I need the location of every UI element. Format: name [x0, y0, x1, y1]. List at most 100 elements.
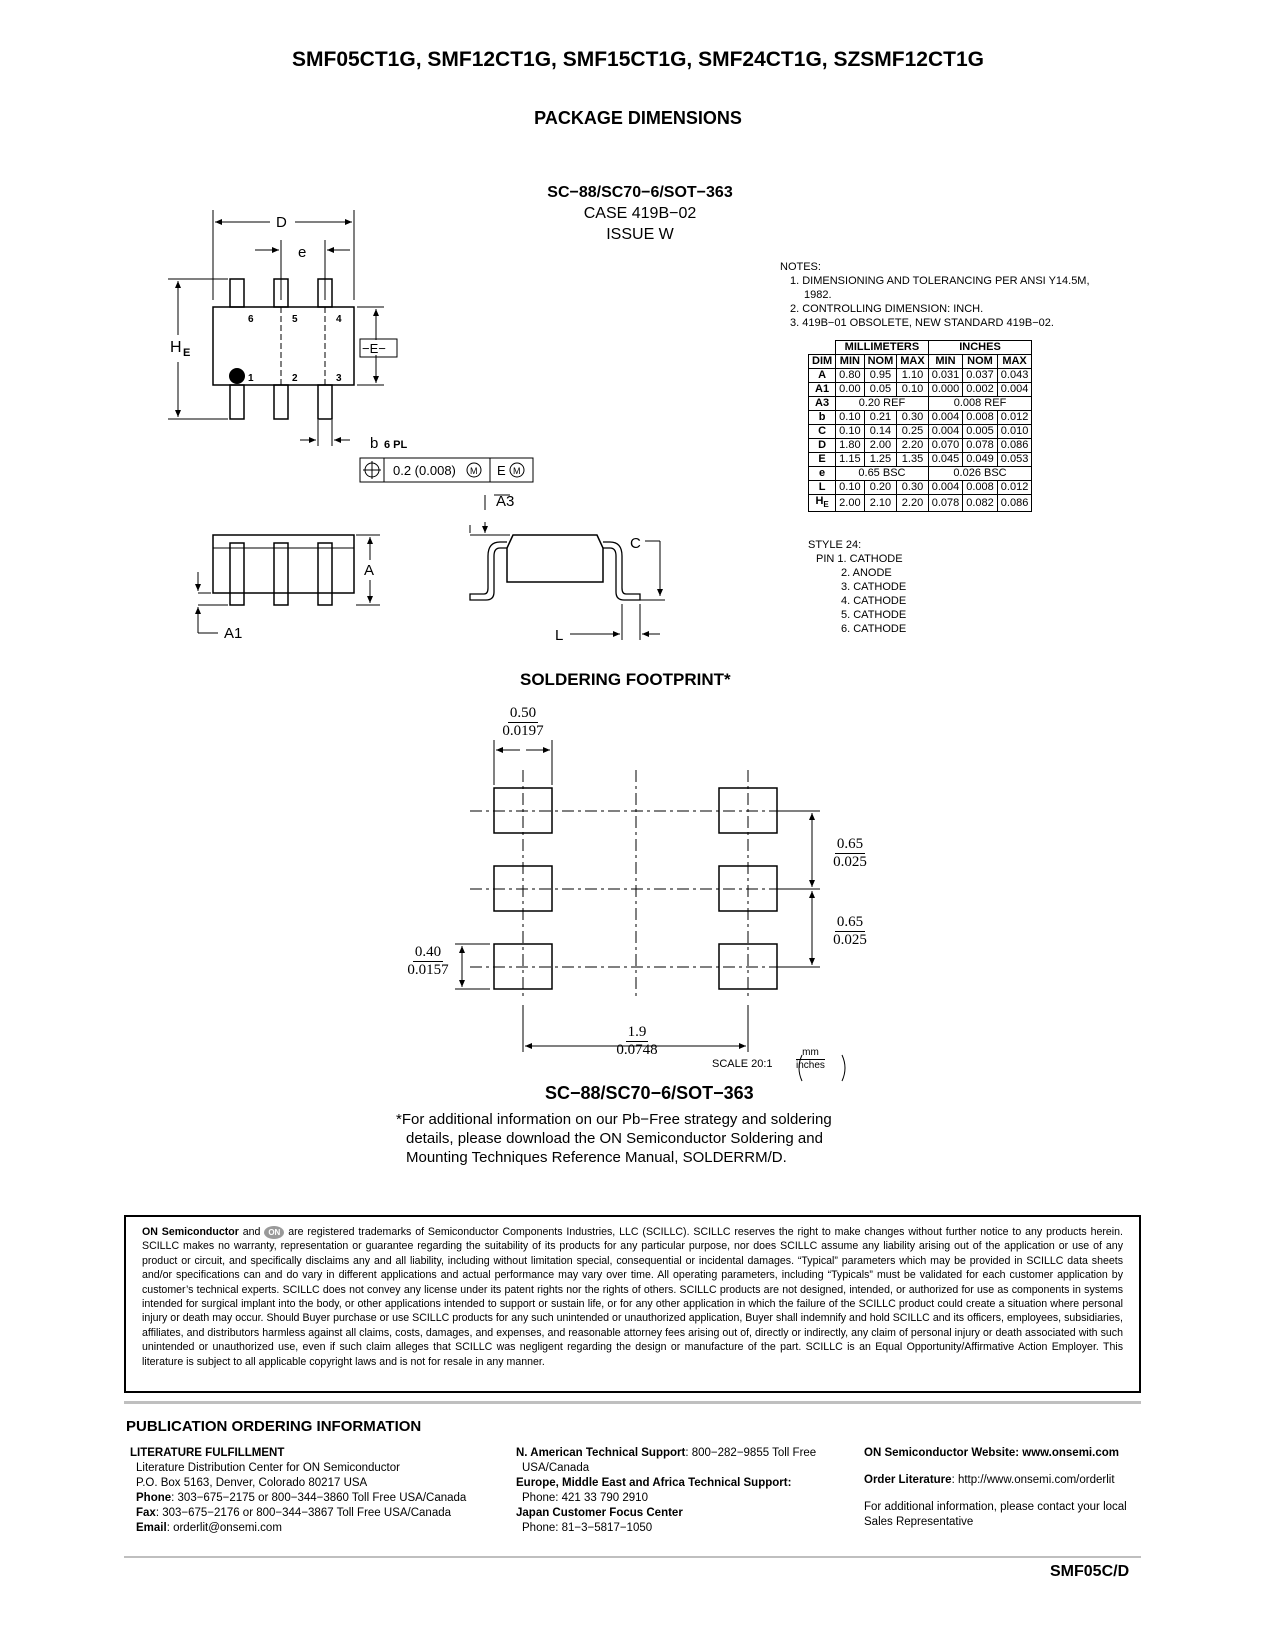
- dim-name-cell: E: [807, 452, 837, 467]
- dim-value-cell: 0.086: [996, 493, 1033, 513]
- dim-value-cell: 0.031: [927, 368, 964, 383]
- dim-name-cell: HE: [807, 493, 837, 513]
- dim-value-cell: 1.35: [896, 452, 929, 467]
- dim-value-cell: 0.25: [896, 424, 929, 439]
- dim-name-cell: A1: [807, 382, 837, 397]
- label-b: b: [370, 435, 378, 452]
- dim-value-cell: 0.026 BSC: [927, 466, 1033, 481]
- package-name: SC−88/SC70−6/SOT−363: [547, 184, 733, 201]
- dim-value-cell: 2.00: [863, 438, 898, 453]
- dim-value-cell: 0.004: [927, 410, 964, 425]
- dimensions-table: MILLIMETERS INCHES DIM MIN NOM MAX MIN N…: [807, 340, 1033, 513]
- dim-name-cell: C: [807, 424, 837, 439]
- literature-fulfillment: LITERATURE FULFILLMENT Literature Distri…: [130, 1447, 467, 1534]
- svg-text:E: E: [497, 463, 506, 478]
- dim-value-cell: 0.053: [996, 452, 1033, 467]
- dim-value-cell: 1.25: [863, 452, 898, 467]
- dim-value-cell: 0.008: [962, 410, 998, 425]
- svg-text:6: 6: [248, 314, 254, 325]
- dim-value-cell: 0.004: [927, 480, 964, 495]
- svg-text:2: 2: [292, 373, 298, 384]
- dim-value-cell: 1.80: [835, 438, 865, 453]
- footer-divider: [124, 1556, 1141, 1558]
- dim-value-cell: 0.65 BSC: [835, 466, 929, 481]
- dim-value-cell: 0.070: [927, 438, 964, 453]
- style-pin-4: 4. CATHODE: [841, 595, 907, 607]
- pin1-marker: [229, 368, 245, 384]
- dim-value-cell: 0.10: [896, 382, 929, 397]
- dim-value-cell: 0.20 REF: [835, 396, 929, 411]
- dim-value-cell: 0.10: [835, 480, 865, 495]
- note-3: 3. 419B−01 OBSOLETE, NEW STANDARD 419B−0…: [790, 317, 1054, 329]
- dim-name-cell: b: [807, 410, 837, 425]
- dim-value-cell: 0.10: [835, 424, 865, 439]
- dim-value-cell: 0.30: [896, 410, 929, 425]
- dim-value-cell: 0.05: [863, 382, 898, 397]
- svg-text:M: M: [470, 466, 478, 476]
- style-pin-6: 6. CATHODE: [841, 623, 907, 635]
- case-block: SC−88/SC70−6/SOT−363 CASE 419B−02 ISSUE …: [510, 182, 770, 245]
- notes-heading: NOTES:: [780, 261, 821, 273]
- dim-value-cell: 2.20: [896, 438, 929, 453]
- footprint-package-name: SC−88/SC70−6/SOT−363: [545, 1083, 754, 1103]
- dim-value-cell: 0.00: [835, 382, 865, 397]
- dim-value-cell: 0.045: [927, 452, 964, 467]
- dim-value-cell: 0.043: [996, 368, 1033, 383]
- document-id: SMF05C/D: [1050, 1563, 1130, 1580]
- tolerance-value: 0.2 (0.008): [393, 463, 456, 478]
- label-A: A: [364, 562, 374, 579]
- dim-value-cell: 0.20: [863, 480, 898, 495]
- soldering-footprint-heading: SOLDERING FOOTPRINT*: [520, 670, 731, 689]
- dim-value-cell: 0.078: [927, 493, 964, 513]
- label-A1: A1: [224, 625, 242, 642]
- label-E-datum: −E−: [362, 341, 386, 356]
- dim-value-cell: 0.008: [962, 480, 998, 495]
- label-D: D: [276, 214, 287, 231]
- issue-label: ISSUE W: [606, 226, 674, 243]
- dim-value-cell: 0.008 REF: [927, 396, 1033, 411]
- dim-value-cell: 0.80: [835, 368, 865, 383]
- technical-support: N. American Technical Support: 800−282−9…: [516, 1447, 817, 1534]
- svg-text:3: 3: [336, 373, 342, 384]
- dim-name-cell: e: [807, 466, 837, 481]
- footprint-note: *For additional information on our Pb−Fr…: [396, 1111, 832, 1166]
- dim-value-cell: 0.002: [962, 382, 998, 397]
- dim-name-cell: A: [807, 368, 837, 383]
- dim-value-cell: 2.10: [863, 493, 898, 513]
- publication-ordering-heading: PUBLICATION ORDERING INFORMATION: [126, 1418, 422, 1435]
- style-pin-5: 5. CATHODE: [841, 609, 907, 621]
- dim-value-cell: 0.037: [962, 368, 998, 383]
- dim-value-cell: 2.20: [896, 493, 929, 513]
- legal-notice: ON Semiconductor and ON are registered t…: [124, 1215, 1141, 1393]
- unit-key: mm inches: [796, 1047, 825, 1071]
- note-1: 1. DIMENSIONING AND TOLERANCING PER ANSI…: [790, 275, 1090, 301]
- dim-value-cell: 0.012: [996, 410, 1033, 425]
- dim-value-cell: 0.049: [962, 452, 998, 467]
- dim-value-cell: 0.95: [863, 368, 898, 383]
- dim-name-cell: D: [807, 438, 837, 453]
- divider: [124, 1401, 1141, 1404]
- dim-value-cell: 0.010: [996, 424, 1033, 439]
- dim-value-cell: 2.00: [835, 493, 865, 513]
- svg-text:4: 4: [336, 314, 342, 325]
- note-2: 2. CONTROLLING DIMENSION: INCH.: [790, 303, 984, 315]
- label-L: L: [555, 627, 563, 644]
- website-info: ON Semiconductor Website: www.onsemi.com…: [864, 1447, 1127, 1528]
- dim-value-cell: 0.004: [927, 424, 964, 439]
- style-pin-3: 3. CATHODE: [841, 581, 907, 593]
- label-e: e: [298, 244, 306, 261]
- style-pin-2: 2. ANODE: [841, 567, 892, 579]
